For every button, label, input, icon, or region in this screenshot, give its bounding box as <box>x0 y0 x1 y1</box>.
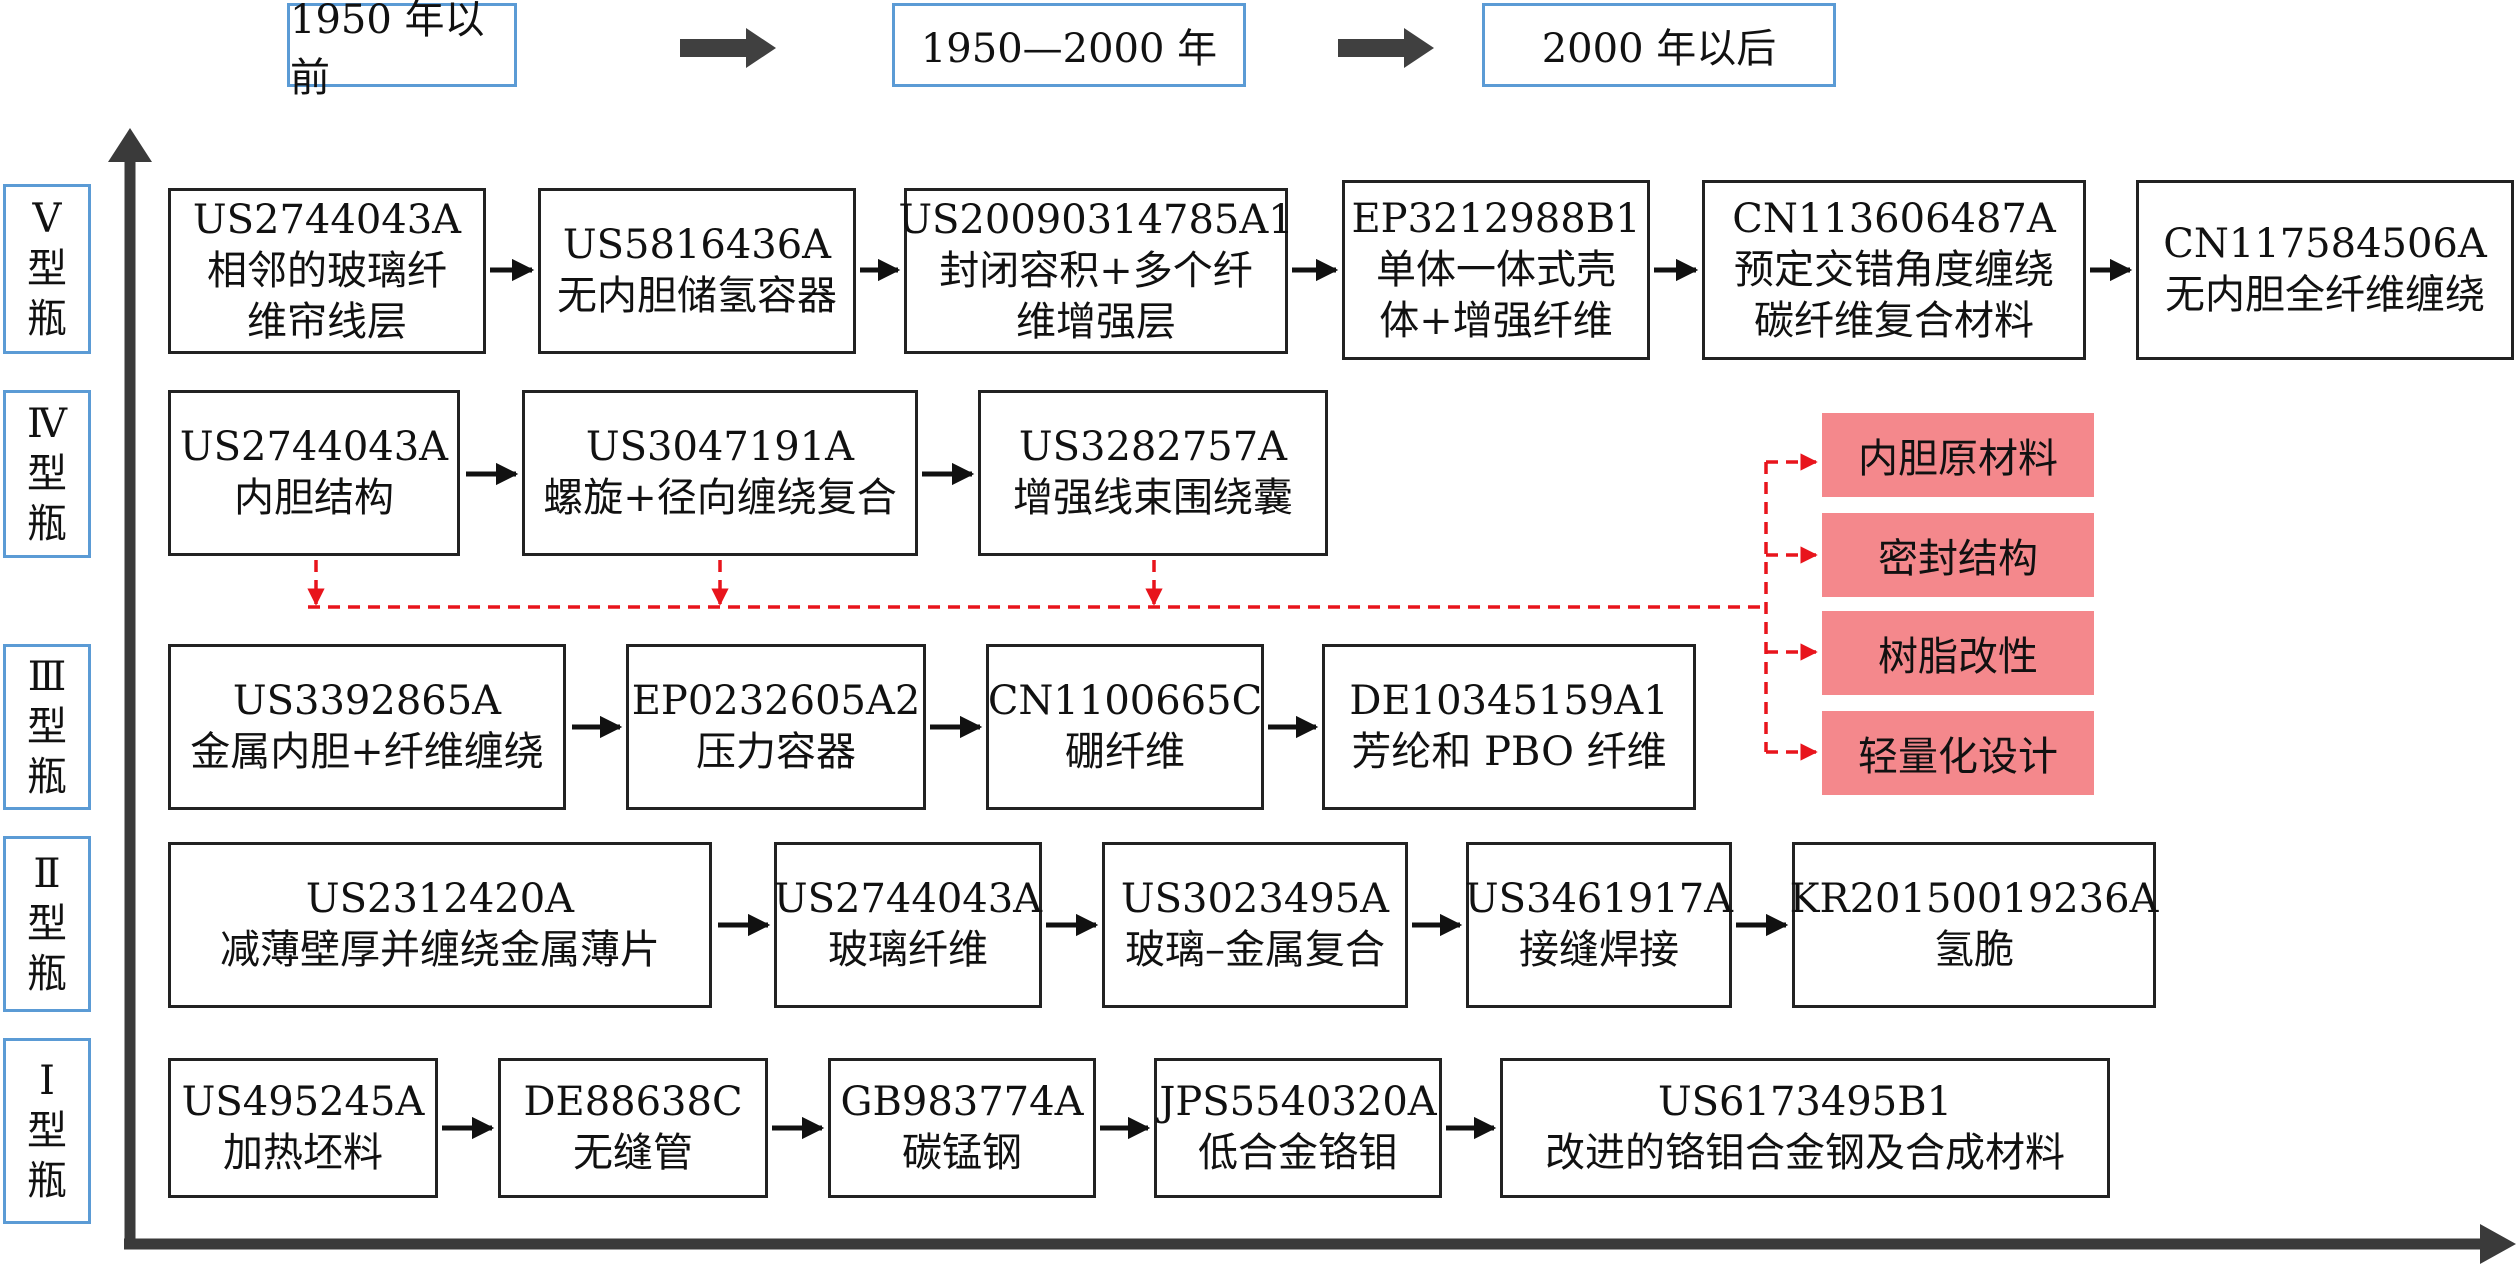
key-factor-seal-structure: 密封结构 <box>1822 513 2094 597</box>
key-factor-lightweight-design: 轻量化设计 <box>1822 711 2094 795</box>
era-arrow-2 <box>1338 28 1434 68</box>
era-arrow-1 <box>680 28 776 68</box>
axes <box>108 128 2516 1264</box>
era-after-2000: 2000 年以后 <box>1482 3 1836 87</box>
era-1950-2000: 1950—2000 年 <box>892 3 1246 87</box>
key-factor-resin-modification: 树脂改性 <box>1822 611 2094 695</box>
key-factor-liner-material: 内胆原材料 <box>1822 413 2094 497</box>
dashed-connectors <box>307 453 1818 761</box>
flow-arrows <box>442 258 2133 1140</box>
